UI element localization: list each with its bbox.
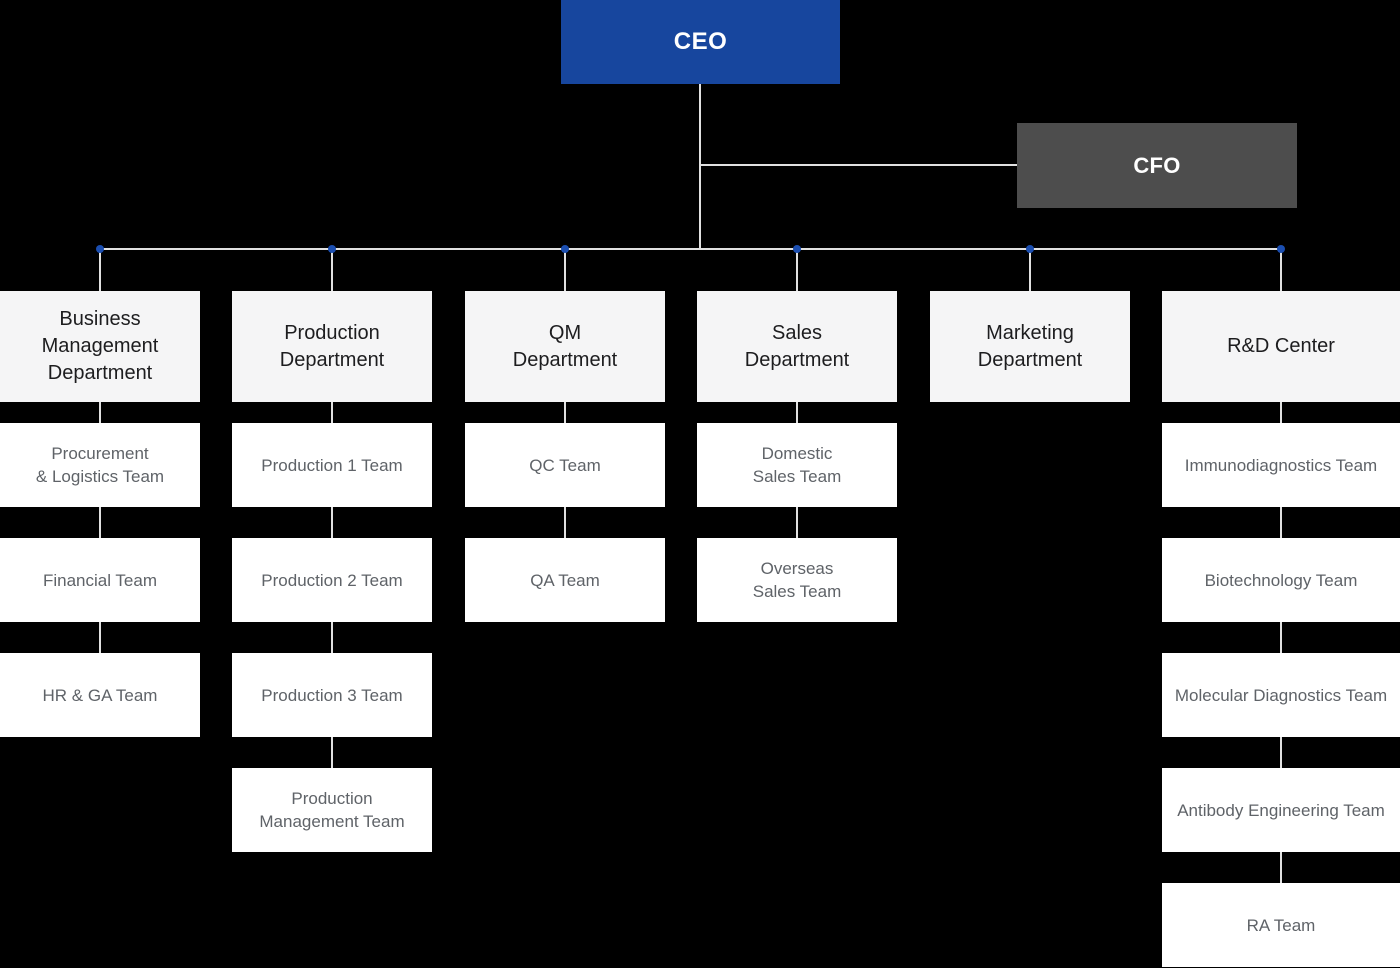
ceo-box: CEO [561, 0, 840, 84]
connector-col-5 [1029, 249, 1031, 295]
team-production-2: Production 2 Team [232, 538, 432, 622]
team-domestic-sales: Domestic Sales Team [697, 423, 897, 507]
team-label: Production 1 Team [261, 455, 403, 475]
team-molecular-diagnostics: Molecular Diagnostics Team [1162, 653, 1400, 737]
dept-label: R&D Center [1227, 335, 1335, 357]
dept-production: Production Department [232, 291, 432, 402]
team-label: Molecular Diagnostics Team [1174, 685, 1388, 705]
team-label: QA Team [530, 570, 600, 590]
connection-dot-5 [1026, 245, 1034, 253]
connection-dot-6 [1277, 245, 1285, 253]
team-label: Immunodiagnostics Team [1184, 455, 1378, 475]
team-production-3: Production 3 Team [232, 653, 432, 737]
connector-ceo-vertical [699, 84, 701, 249]
team-label: Antibody Engineering Team [1177, 800, 1385, 820]
team-label: Domestic Sales Team [752, 444, 842, 486]
connection-dot-4 [793, 245, 801, 253]
team-ra: RA Team [1162, 883, 1400, 967]
team-antibody-engineering: Antibody Engineering Team [1162, 768, 1400, 852]
connector-ceo-cfo [700, 164, 1018, 166]
team-label: Biotechnology Team [1204, 570, 1358, 590]
connector-main-horizontal [100, 248, 1282, 250]
team-immunodiagnostics: Immunodiagnostics Team [1162, 423, 1400, 507]
team-label: Overseas Sales Team [752, 559, 842, 601]
team-procurement-logistics: Procurement & Logistics Team [0, 423, 200, 507]
team-label: Procurement & Logistics Team [35, 444, 165, 486]
dept-label: Marketing Department [977, 321, 1083, 371]
team-label: Production Management Team [259, 789, 405, 831]
connector-col-2 [331, 249, 333, 772]
team-production-management: Production Management Team [232, 768, 432, 852]
team-biotechnology: Biotechnology Team [1162, 538, 1400, 622]
ceo-label: CEO [673, 28, 728, 55]
dept-rd-center: R&D Center [1162, 291, 1400, 402]
team-label: HR & GA Team [42, 685, 158, 705]
dept-business-management: Business Management Department [0, 291, 200, 402]
dept-sales: Sales Department [697, 291, 897, 402]
dept-label: Sales Department [744, 321, 850, 371]
team-label: Financial Team [42, 570, 158, 590]
connection-dot-2 [328, 245, 336, 253]
team-qc: QC Team [465, 423, 665, 507]
team-label: QC Team [529, 455, 601, 475]
dept-qm: QM Department [465, 291, 665, 402]
cfo-box: CFO [1017, 123, 1297, 208]
team-production-1: Production 1 Team [232, 423, 432, 507]
team-qa: QA Team [465, 538, 665, 622]
team-label: Production 2 Team [261, 570, 403, 590]
dept-label: QM Department [512, 321, 618, 371]
cfo-label: CFO [1133, 152, 1181, 178]
connection-dot-3 [561, 245, 569, 253]
team-hr-ga: HR & GA Team [0, 653, 200, 737]
team-financial: Financial Team [0, 538, 200, 622]
dept-label: Production Department [279, 321, 385, 371]
team-label: RA Team [1246, 915, 1316, 935]
team-overseas-sales: Overseas Sales Team [697, 538, 897, 622]
dept-label: Business Management Department [41, 308, 159, 384]
team-label: Production 3 Team [261, 685, 403, 705]
connection-dot-1 [96, 245, 104, 253]
dept-marketing: Marketing Department [930, 291, 1130, 402]
